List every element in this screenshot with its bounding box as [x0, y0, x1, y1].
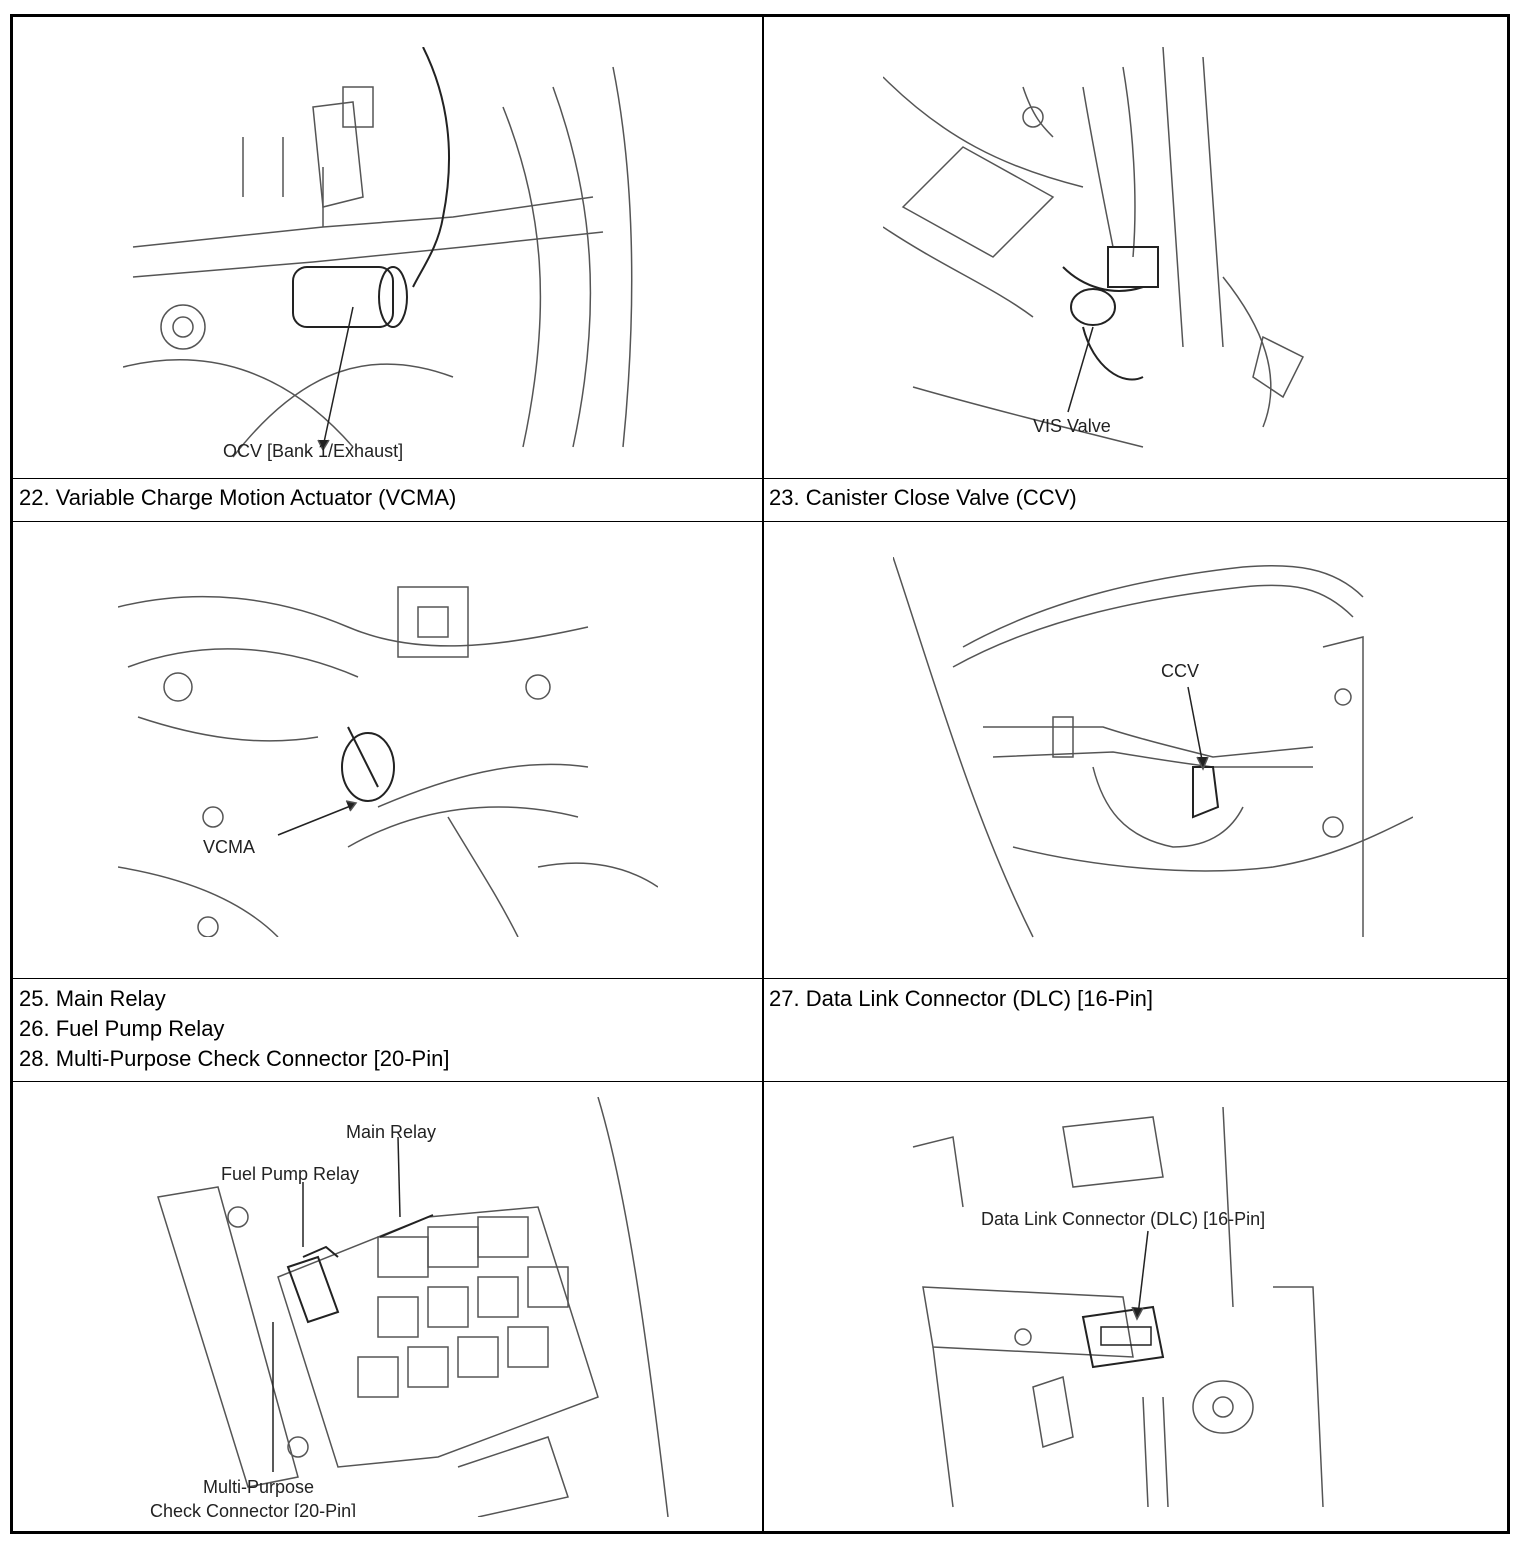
- row-divider: [13, 478, 1507, 479]
- caption-fuel-pump-relay: 26. Fuel Pump Relay: [19, 1016, 225, 1041]
- caption-ccv: 23. Canister Close Valve (CCV): [769, 485, 1077, 510]
- fuel-pump-relay-label: Fuel Pump Relay: [221, 1164, 359, 1184]
- main-relay-label: Main Relay: [346, 1122, 436, 1142]
- ccv-figure: CCV: [893, 557, 1413, 947]
- vis-valve-label: VIS Valve: [1033, 416, 1111, 436]
- relay-box-figure: Main Relay Fuel Pump Relay Multi-Purpose…: [128, 1097, 688, 1517]
- component-location-table: OCV [Bank 1/Exhaust] VIS Valve 22. Varia…: [10, 14, 1510, 1534]
- dlc-figure: Data Link Connector (DLC) [16-Pin]: [893, 1107, 1353, 1517]
- dlc-label: Data Link Connector (DLC) [16-Pin]: [981, 1209, 1265, 1229]
- row-divider: [13, 1081, 1507, 1082]
- row-divider: [13, 521, 1507, 522]
- caption-check-connector: 28. Multi-Purpose Check Connector [20-Pi…: [19, 1046, 450, 1071]
- ocv-label: OCV [Bank 1/Exhaust]: [223, 441, 403, 461]
- vcma-figure: VCMA: [118, 567, 658, 937]
- caption-main-relay: 25. Main Relay: [19, 986, 166, 1011]
- check-connector-label-2: Check Connector [20-Pin]: [150, 1501, 356, 1517]
- ccv-label: CCV: [1161, 661, 1199, 681]
- caption-dlc: 27. Data Link Connector (DLC) [16-Pin]: [769, 986, 1153, 1011]
- column-divider: [762, 17, 764, 1531]
- caption-relays: 25. Main Relay 26. Fuel Pump Relay 28. M…: [19, 984, 449, 1074]
- caption-vcma: 22. Variable Charge Motion Actuator (VCM…: [19, 485, 457, 510]
- vcma-label: VCMA: [203, 837, 255, 857]
- ocv-figure: OCV [Bank 1/Exhaust]: [123, 47, 643, 467]
- vis-valve-figure: VIS Valve: [883, 47, 1343, 467]
- check-connector-label-1: Multi-Purpose: [203, 1477, 314, 1497]
- row-divider: [13, 978, 1507, 979]
